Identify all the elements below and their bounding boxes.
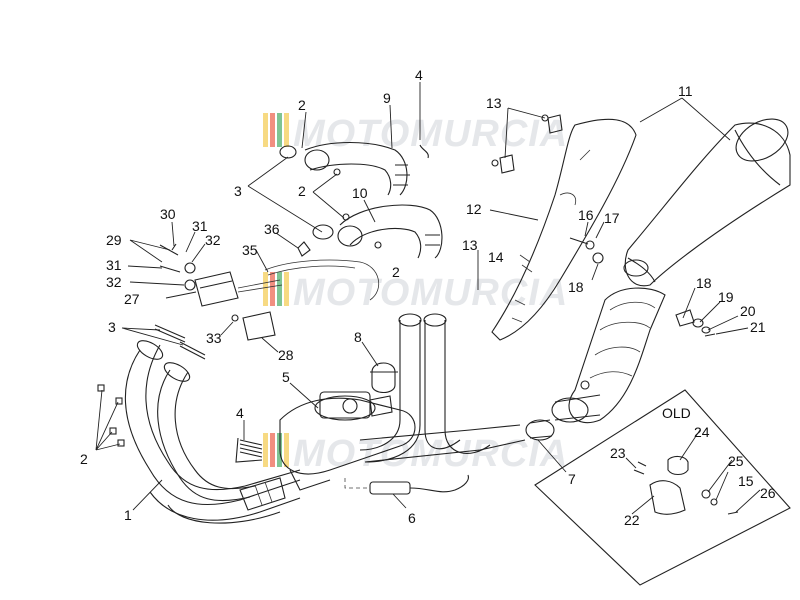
part-gaskets-upper [279, 145, 382, 249]
callout-label: 4 [236, 405, 244, 421]
part-bolts-left [97, 384, 125, 447]
leader-lines [95, 82, 761, 515]
callout-label: 13 [486, 95, 502, 111]
callout-label: 2 [298, 183, 306, 199]
callout-labels: 1 2 2 2 2 3 3 4 4 5 6 7 8 9 10 11 12 13 … [80, 67, 776, 528]
callout-label: 33 [206, 330, 222, 346]
old-version-inset [534, 389, 791, 586]
callout-label: 4 [415, 67, 423, 83]
callout-label: 28 [278, 347, 294, 363]
part-gaskets-left [154, 324, 206, 360]
watermark-text: MOTOMURCIA [293, 272, 568, 314]
part-center-pipes [359, 313, 526, 463]
callout-label: 29 [106, 232, 122, 248]
callout-label: 8 [354, 329, 362, 345]
part-clamp [370, 362, 398, 394]
callout-label: 5 [282, 369, 290, 385]
callout-label: 31 [106, 257, 122, 273]
part-spring-lower [235, 437, 263, 463]
callout-label: 32 [106, 274, 122, 290]
callout-label: 35 [242, 242, 258, 258]
callout-label: 2 [298, 97, 306, 113]
callout-label: 31 [192, 218, 208, 234]
part-silencer [623, 118, 791, 287]
part-lambda-sensor [344, 474, 469, 495]
callout-label: 10 [352, 185, 368, 201]
part-small-screws [159, 243, 196, 291]
callout-label: 3 [234, 183, 242, 199]
callout-label: 17 [604, 210, 620, 226]
callout-label: 13 [462, 237, 478, 253]
watermark-text: MOTOMURCIA [293, 433, 568, 475]
callout-label: 18 [696, 275, 712, 291]
callout-label: 22 [624, 512, 640, 528]
callout-label: 3 [108, 319, 116, 335]
part-spring-upper [419, 144, 429, 159]
callout-label: 32 [205, 232, 221, 248]
part-upper-pipe-9 [304, 141, 410, 196]
callout-label: 23 [610, 445, 626, 461]
part-exhaust-headers [124, 340, 301, 524]
part-valve-actuator [194, 241, 311, 341]
watermark-bottom: MOTOMURCIA [263, 433, 568, 475]
callout-label: 20 [740, 303, 756, 319]
callout-label: 25 [728, 453, 744, 469]
callout-label: 36 [264, 221, 280, 237]
callout-label: 16 [578, 207, 594, 223]
callout-label: 11 [678, 83, 693, 99]
callout-label: 6 [408, 510, 416, 526]
callout-label: 18 [568, 279, 584, 295]
part-collector-valve [279, 391, 416, 491]
callout-label: 26 [760, 485, 776, 501]
watermark-top: MOTOMURCIA [263, 113, 568, 155]
callout-label: 24 [694, 424, 710, 440]
part-clips-top [491, 114, 563, 174]
callout-label: 15 [738, 473, 754, 489]
callout-label: 9 [383, 90, 391, 106]
callout-label: 14 [488, 249, 504, 265]
callout-label: 12 [466, 201, 482, 217]
callout-label: 2 [392, 264, 400, 280]
old-label: OLD [662, 405, 691, 421]
watermark-text: MOTOMURCIA [293, 113, 568, 155]
part-heat-shield [491, 118, 637, 341]
part-mid-pipe [568, 287, 666, 424]
callout-label: 7 [568, 471, 576, 487]
part-fasteners-right [569, 237, 716, 337]
callout-label: 19 [718, 289, 734, 305]
callout-label: 30 [160, 206, 176, 222]
callout-label: 1 [124, 507, 132, 523]
part-cables [264, 259, 380, 301]
callout-label: 2 [80, 451, 88, 467]
callout-label: 21 [750, 319, 766, 335]
callout-label: 27 [124, 291, 140, 307]
part-upper-pipe-10 [337, 204, 443, 259]
